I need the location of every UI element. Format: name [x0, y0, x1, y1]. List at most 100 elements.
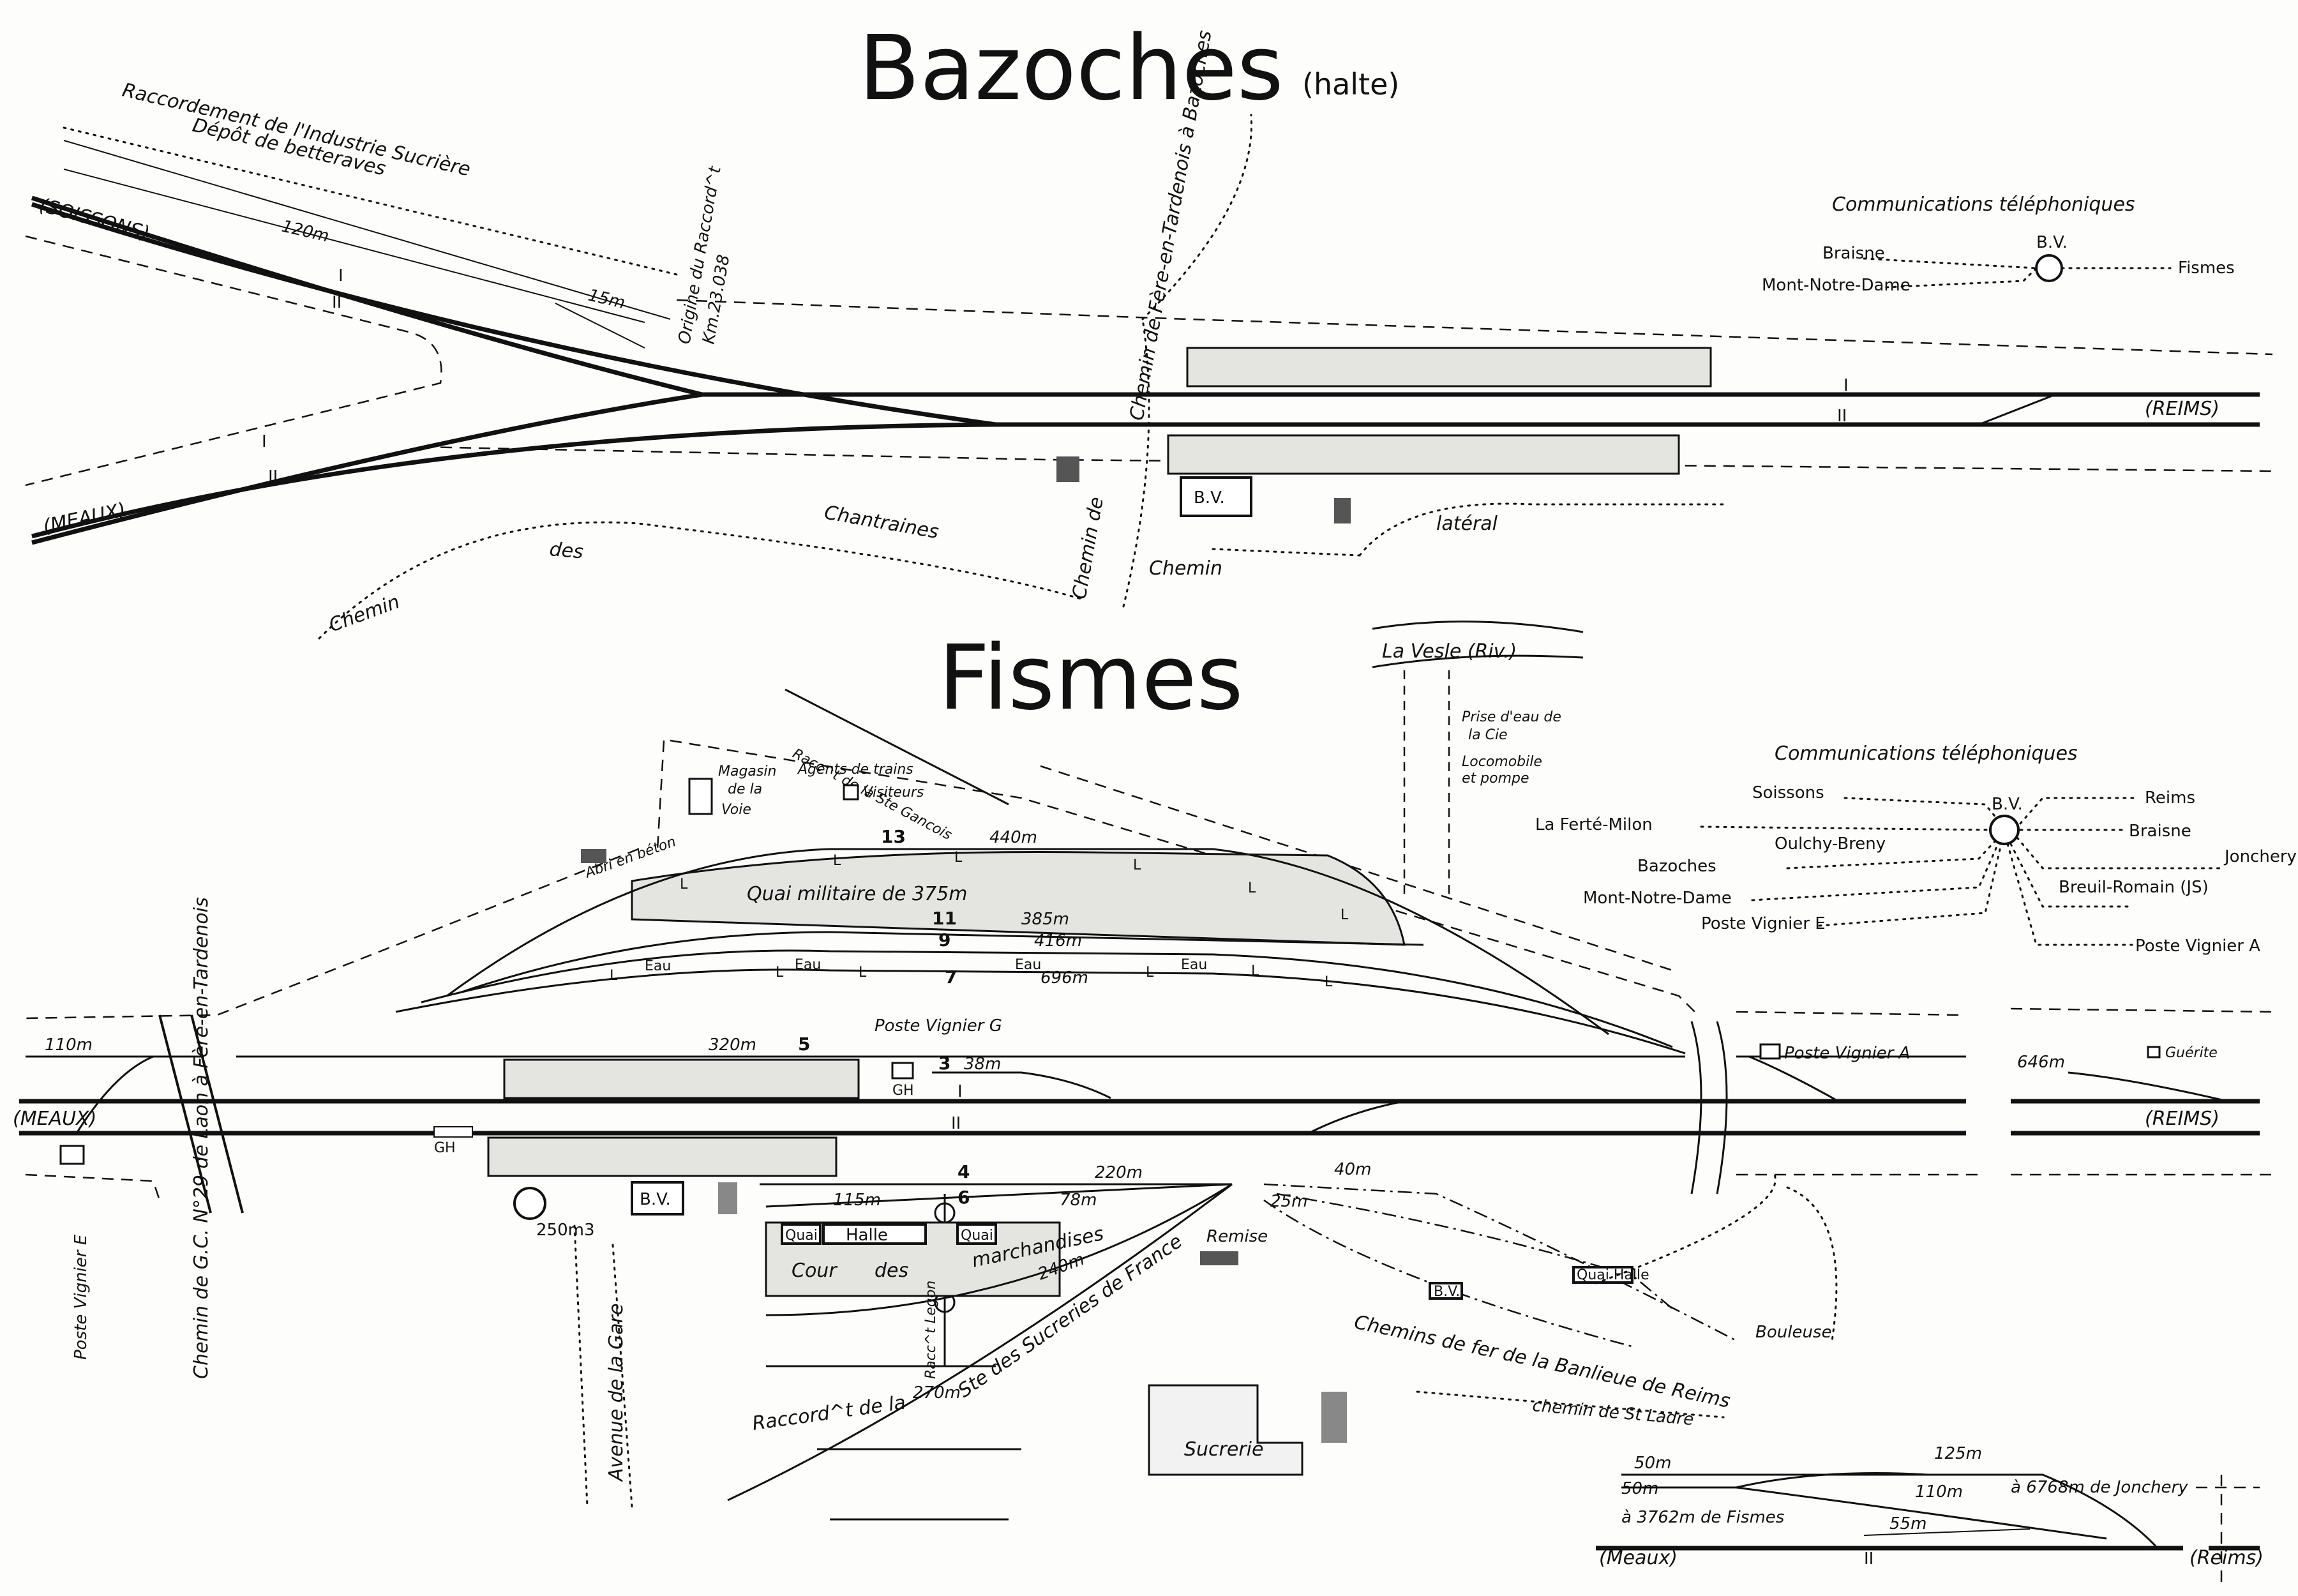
fismes-bv-label: B.V. [640, 1190, 671, 1209]
gc29-road [158, 1014, 244, 1214]
fence-east [1736, 1007, 2273, 1176]
guerite-box [2147, 1046, 2161, 1058]
bouleuse-label: Bouleuse [1755, 1323, 1831, 1342]
water-crane: Eau [795, 957, 821, 973]
bazoches-comm-mont: Mont-Notre-Dame [1762, 276, 1911, 295]
road-chemin-label: Chemin [326, 591, 403, 636]
poste-e-label: Poste Vignier E [71, 1234, 91, 1360]
lamp: L [833, 853, 841, 869]
track-II-label-reims: II [1837, 407, 1847, 426]
inset-siding-3 [1736, 1486, 2107, 1540]
fence-left [25, 235, 442, 486]
bazoches-shelter-left [1056, 456, 1079, 482]
len-110-label: 110m [45, 1035, 93, 1055]
inset-siding-1 [1621, 1473, 2159, 1549]
track-6 [765, 1183, 1233, 1208]
track-11 [459, 931, 1424, 994]
halle-box [822, 1223, 927, 1245]
reims-label: (REIMS) [2145, 398, 2219, 420]
road-chantraines-label: Chantraines [823, 501, 941, 543]
inset-siding-4 [1863, 1528, 2031, 1536]
lamp: L [610, 968, 618, 984]
lamp: L [859, 965, 867, 981]
avenue-road [573, 1224, 633, 1508]
track-II-label: II [951, 1114, 961, 1133]
bazoches-platform-lower [1167, 434, 1680, 475]
lamps: L L L L L L L L L L L L Eau Eau Eau Eau [610, 850, 1349, 990]
bazoches-shelter-right [1334, 498, 1351, 523]
magasin-label-2: de la [728, 781, 762, 797]
road-lateral-label: latéral [1436, 513, 1498, 535]
len-320-label: 320m [709, 1035, 756, 1055]
track-I-label-reims: I [1844, 376, 1849, 395]
fismes-title: Fismes [938, 626, 1243, 730]
reservoir-icon [513, 1187, 546, 1220]
fismes-comm-jonchery: Jonchery [2223, 847, 2297, 866]
halle-label: Halle [846, 1226, 888, 1245]
raccordement-label: Raccordement de l'Industrie Sucrière [120, 79, 472, 181]
lamp: L [776, 965, 784, 981]
crossover-II-I [1308, 1100, 1405, 1134]
reservoir-label: 250m3 [536, 1221, 595, 1240]
bazoches-siding-I [63, 140, 671, 320]
fismes-comm-poste-a: Poste Vignier A [2135, 937, 2260, 956]
road-lateral [1212, 548, 1361, 557]
banlieue-bv-box [1429, 1282, 1463, 1300]
gh-label: GH [892, 1083, 914, 1099]
track-4-label: 4 [958, 1161, 970, 1182]
fismes-comm-braisne: Braisne [2129, 822, 2191, 841]
inset-siding-2 [1621, 1472, 1928, 1489]
inset-fismes: à 3762m de Fismes [1621, 1508, 1784, 1527]
bazoches-track-II-soissons [31, 202, 2260, 427]
road-fere-2 [1122, 318, 1150, 608]
track-I-label: I [958, 1082, 963, 1101]
fismes-comm-title: Communications téléphoniques [1775, 742, 2078, 765]
remise-label: Remise [1206, 1227, 1268, 1246]
fismes-section: Fismes La Vesle (Riv.) Prise d'eau de la… [13, 621, 2297, 1521]
gh-west-label: GH [434, 1140, 456, 1156]
track-II-label-meaux: II [268, 467, 278, 486]
fismes-comm-bazoches: Bazoches [1637, 857, 1716, 876]
raccordement-siding-1 [63, 169, 645, 323]
bazoches-comm-title: Communications téléphoniques [1832, 193, 2135, 216]
meaux-label: (MEAUX) [41, 499, 128, 538]
guerite-label: Guérite [2165, 1045, 2218, 1061]
gc29-label: Chemin de G.C. N°29 de Laon à Fère-en-Ta… [190, 897, 213, 1379]
track-I-label-meaux: I [262, 432, 267, 451]
road-lateral-east [1358, 502, 1725, 557]
inset-len-125: 125m [1934, 1444, 1982, 1463]
len-120-label: 120m [280, 217, 331, 246]
poste-g-label: Poste Vignier G [875, 1016, 1002, 1035]
bazoches-comm-bv: B.V. [2036, 233, 2068, 252]
bazoches-bv-building [1180, 476, 1252, 517]
south-roads [1416, 1173, 1838, 1419]
track-I-label: I [338, 266, 343, 285]
bazoches-track-II-meaux [31, 422, 996, 539]
track-II-label: II [332, 293, 342, 312]
bazoches-platform-upper [1186, 347, 1712, 388]
len-78-label: 78m [1060, 1191, 1097, 1210]
agents-label: Agents de trains [797, 762, 913, 778]
inset-reims: (Reims) [2189, 1547, 2264, 1569]
quai-label-2: Quai [961, 1228, 993, 1244]
fismes-comm-ferte: La Ferté-Milon [1535, 815, 1653, 834]
bazoches-section: Bazoches (halte) Raccordement de l'Indus… [25, 17, 2273, 640]
fismes-annex [718, 1182, 737, 1214]
track-11-label: 11 [932, 908, 957, 929]
track-goods-2 [765, 1183, 1233, 1316]
loco-label: Locomobile [1462, 754, 1542, 770]
track-9 [421, 949, 1673, 1048]
road-des-label: des [548, 538, 584, 563]
gancois-siding [785, 688, 1009, 806]
len-440-label: 440m [989, 828, 1037, 847]
lamp: L [1146, 965, 1154, 981]
inset-len-50a: 50m [1634, 1454, 1671, 1473]
bazoches-title: Bazoches [859, 17, 1284, 121]
fismes-comm-lines [1700, 797, 2223, 946]
track-13-label: 13 [881, 826, 906, 847]
fismes-comm-hub [1989, 815, 2020, 845]
lamp: L [1133, 857, 1141, 873]
track-13 [446, 848, 1609, 1035]
